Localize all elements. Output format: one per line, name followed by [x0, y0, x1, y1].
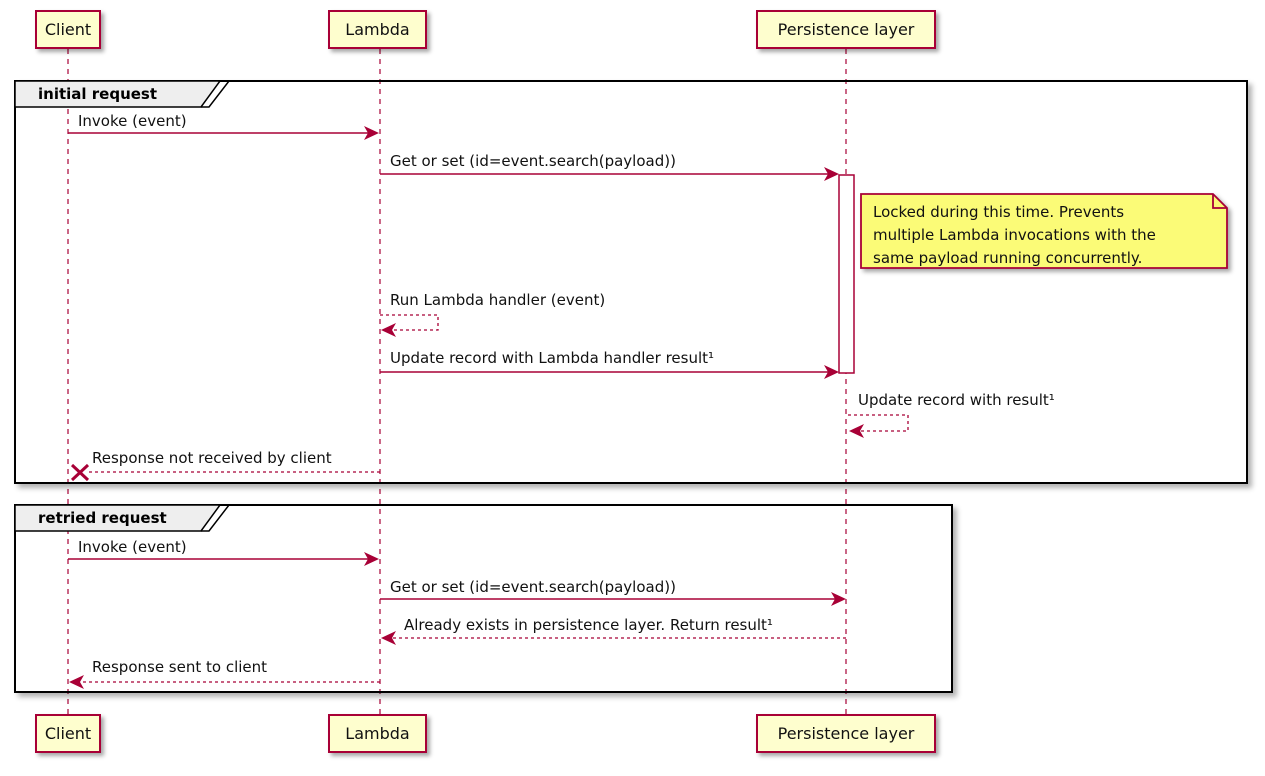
frame-retried-request: retried request	[14, 504, 953, 693]
participant-top-lambda-label: Lambda	[345, 20, 410, 39]
participant-top-client-label: Client	[44, 20, 92, 39]
note-line-3: same payload running concurrently.	[873, 249, 1143, 267]
msg-response-sent: Response sent to client	[92, 658, 268, 676]
participant-top-persistence: Persistence layer	[756, 10, 936, 49]
msg-response-lost: Response not received by client	[92, 449, 332, 467]
participant-bottom-persistence: Persistence layer	[756, 714, 936, 753]
arrowhead-get-or-set-1	[824, 167, 839, 181]
msg-invoke-2: Invoke (event)	[78, 538, 187, 556]
msg-run-handler: Run Lambda handler (event)	[390, 291, 606, 309]
note-line-2: multiple Lambda invocations with the	[873, 226, 1156, 244]
participant-top-client: Client	[35, 10, 101, 49]
participant-top-lambda: Lambda	[328, 10, 427, 49]
msg-get-or-set-2: Get or set (id=event.search(payload))	[390, 578, 676, 596]
msg-get-or-set-1: Get or set (id=event.search(payload))	[390, 152, 676, 170]
participant-top-persistence-label: Persistence layer	[777, 20, 915, 39]
msg-update-record: Update record with Lambda handler result…	[390, 349, 715, 367]
msg-invoke-1: Invoke (event)	[78, 112, 187, 130]
note-line-1: Locked during this time. Prevents	[873, 203, 1125, 221]
note-shape	[860, 193, 1228, 269]
arrowhead-run-handler	[381, 323, 396, 337]
frame-initial-request: initial request	[14, 80, 1248, 484]
arrowhead-invoke-2	[364, 552, 379, 566]
msg-already-exists: Already exists in persistence layer. Ret…	[404, 616, 773, 634]
participant-bottom-client: Client	[35, 714, 101, 753]
frame-retried-request-title: retried request	[38, 509, 167, 527]
msg-update-result: Update record with result¹	[858, 391, 1055, 409]
participant-bottom-lambda: Lambda	[328, 714, 427, 753]
arrowhead-invoke-1	[364, 126, 379, 140]
activation-bar-persistence	[838, 174, 855, 374]
selfloop-update-result	[848, 414, 909, 432]
frame-initial-request-label-shape	[15, 81, 230, 108]
note-locked: Locked during this time. Prevents multip…	[873, 201, 1156, 270]
lost-message-x-stroke2	[70, 463, 90, 482]
arrowhead-get-or-set-2	[831, 592, 846, 606]
participant-bottom-lambda-label: Lambda	[345, 724, 410, 743]
arrowhead-response-sent	[69, 675, 84, 689]
arrowhead-already-exists	[381, 631, 396, 645]
participant-bottom-persistence-label: Persistence layer	[777, 724, 915, 743]
arrowhead-update-result	[849, 424, 864, 438]
selfloop-run-handler	[380, 314, 439, 331]
frame-initial-request-title: initial request	[38, 85, 158, 103]
frame-retried-request-label-shape	[15, 505, 230, 532]
participant-bottom-client-label: Client	[44, 724, 92, 743]
arrowhead-update-record	[824, 365, 839, 379]
